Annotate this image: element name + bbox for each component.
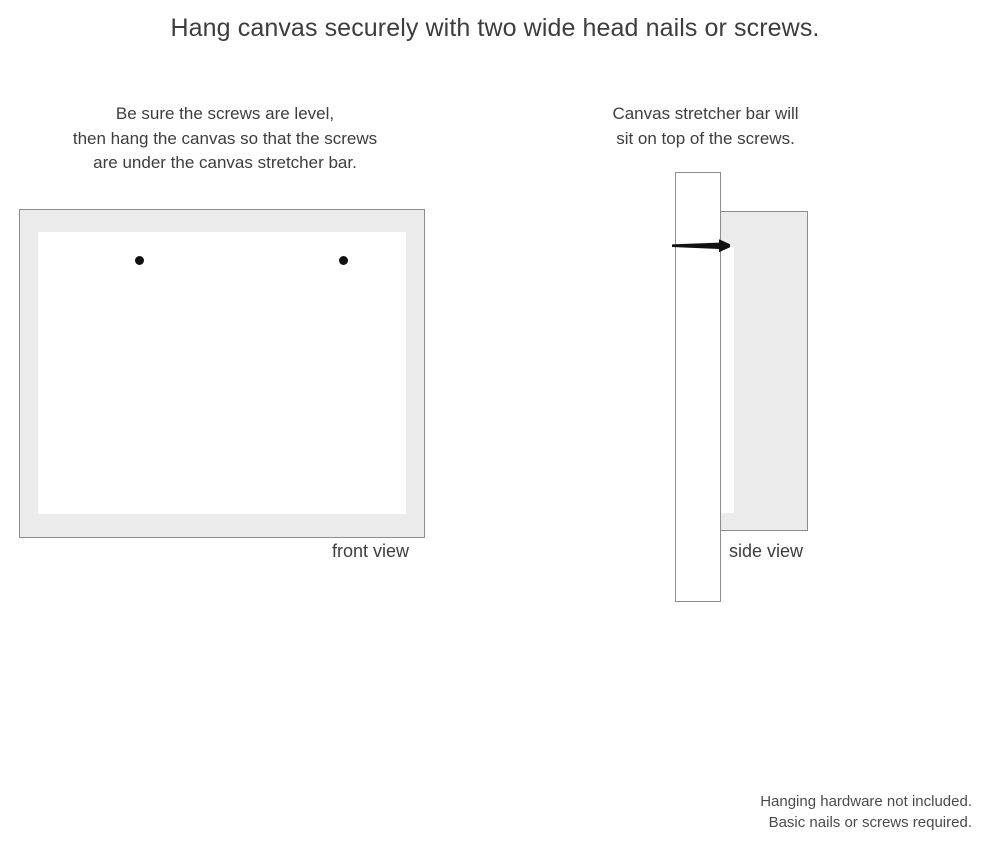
side-view-diagram xyxy=(672,172,808,604)
front-view-caption: Be sure the screws are level, then hang … xyxy=(15,102,435,176)
canvas-face-side xyxy=(721,247,734,513)
front-caption-line-2: then hang the canvas so that the screws xyxy=(72,128,378,148)
front-caption-line-1: Be sure the screws are level, xyxy=(115,104,335,123)
screw-head-right-icon xyxy=(339,256,348,265)
side-view-label: side view xyxy=(729,541,804,561)
footnote-line-1: Hanging hardware not included. xyxy=(760,793,972,810)
front-view-diagram xyxy=(19,209,425,538)
front-caption-line-3: are under the canvas stretcher bar. xyxy=(93,153,357,172)
footnote: Hanging hardware not included. Basic nai… xyxy=(760,791,972,833)
canvas-face-front xyxy=(38,232,406,514)
front-view-label: front view xyxy=(332,541,410,561)
side-caption-line-2: sit on top of the screws. xyxy=(616,128,795,148)
screw-head-left-icon xyxy=(135,256,144,265)
side-caption-line-1: Canvas stretcher bar will xyxy=(612,104,799,123)
footnote-line-2: Basic nails or screws required. xyxy=(768,814,972,831)
canvas-stretcher-bar-side xyxy=(720,211,808,531)
screw-side-icon xyxy=(672,239,730,253)
page-title: Hang canvas securely with two wide head … xyxy=(170,14,820,42)
side-view-caption: Canvas stretcher bar will sit on top of … xyxy=(548,102,863,151)
wall-column-side xyxy=(675,172,721,602)
